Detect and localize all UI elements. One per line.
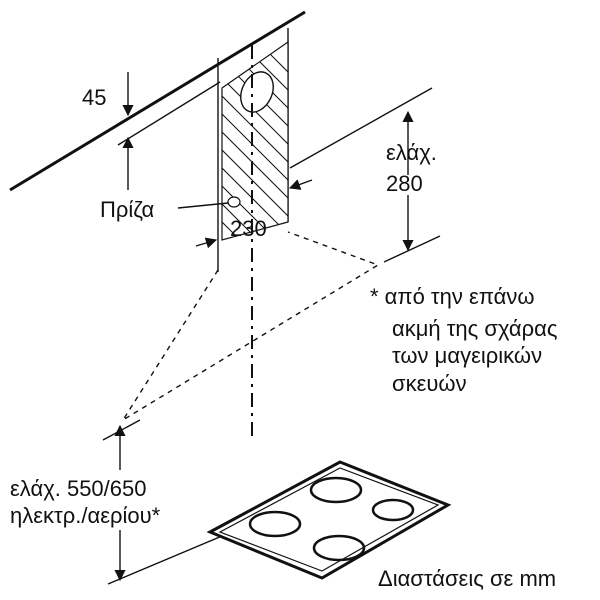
ceiling-line [9,10,306,192]
air-outlet-opening [240,71,274,113]
label-ceiling-gap: 45 [82,85,106,110]
hatched-wall-area [221,40,289,241]
dim-230-arrow-left [195,237,218,249]
ref-line-lower-280 [383,235,441,263]
note-line1: * από την επάνω [370,284,535,309]
socket-leader-line [177,202,229,209]
label-min-height-line1: ελάχ. 550/650 [10,476,147,501]
label-min-top-line1: ελάχ. [386,140,437,165]
units-caption: Διαστάσεις σε mm [378,566,556,591]
label-width: 230 [230,216,267,241]
cooktop [206,460,452,580]
burner-back-left [309,476,363,504]
burner-front-right [312,534,366,562]
note-line4: σκευών [392,371,467,396]
note-line2: ακμή της σχάρας [392,316,557,341]
hood-bottom-ref-line [102,419,141,441]
power-socket [227,196,241,208]
note-line3: των μαγειρικών [392,343,542,368]
dim-230-arrow-right [288,179,313,190]
label-outlet: Πρίζα [100,197,155,222]
ref-line-upper-280 [289,87,433,169]
ceiling-offset-line [117,81,221,146]
burner-front-left [248,510,302,538]
label-min-top-line2: 280 [386,171,423,196]
label-min-height-line2: ηλεκτρ./αερίου* [10,503,161,528]
burner-back-right [371,498,415,522]
hood-canopy-outline [122,231,380,421]
